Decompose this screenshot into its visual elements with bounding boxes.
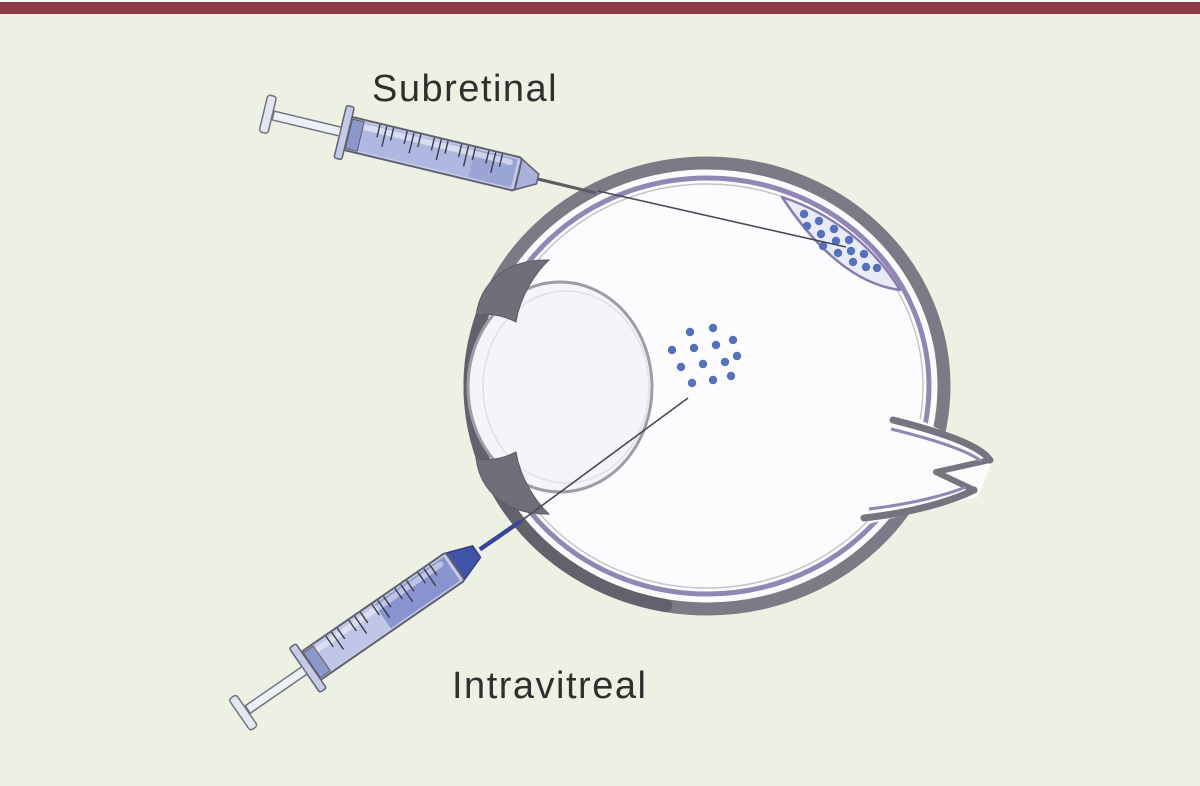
particle-dot [829,224,839,234]
optic-nerve-notch [933,457,993,493]
optic-nerve-sheath-bottom [868,485,967,511]
plunger-rod [271,110,343,137]
optic-nerve-sheath-top [890,427,982,463]
vitreous-particles [667,323,742,388]
optic-nerve [850,414,994,524]
particle-dot [708,375,718,385]
subretinal-label: Subretinal [372,68,558,110]
plunger-thumb-rest [229,694,258,731]
particle-dot [846,246,856,256]
ciliary-body-lower [475,451,551,515]
particle-dot [728,335,738,345]
particle-dot [726,371,736,381]
syringe-intravitreal [229,519,523,731]
particle-dot [861,262,871,272]
particle-dot [685,327,695,337]
subretinal-bleb [780,195,902,292]
particle-dot [689,343,699,353]
particle-dot [859,249,869,259]
particle-dot [799,209,809,219]
particle-dot [814,216,824,226]
subretinal-bleb-pocket [780,195,902,292]
graduation-ticks-major [381,126,497,174]
particle-dot [848,257,858,267]
particle-dot [833,248,843,258]
optic-nerve-outline-bottom [860,486,978,522]
particle-dot [872,263,882,273]
intravitreal-label: Intravitreal [452,665,647,707]
particle-dot [708,323,718,333]
particle-dot [676,362,686,372]
ciliary-body-upper [475,259,551,323]
particle-dot [698,359,708,369]
lens-inner-highlight [482,290,650,484]
anterior-segment [466,259,654,515]
subretinal-particles [799,209,882,273]
particle-dot [816,229,826,239]
particle-dot [687,378,697,388]
barrel-liquid-front [374,556,461,629]
particle-dot [720,357,730,367]
plunger-thumb-rest [258,94,277,134]
plunger-seal [302,645,332,679]
vitreous-body [470,163,944,609]
particle-dot [844,235,854,245]
graduation-ticks-minor [325,564,438,648]
syringe-subretinal [258,94,597,195]
plunger-seal [344,118,365,152]
optic-nerve-outline-top [889,416,994,464]
top-edge-strip [0,0,1200,2]
top-bar [0,2,1200,14]
particle-dot [802,221,812,231]
graduation-ticks-minor [376,124,504,167]
particle-dot [732,351,742,361]
pointer-line-intravitreal [520,397,689,522]
barrel-liquid-back [305,604,391,677]
needle [478,519,523,552]
particle-dot [818,241,828,251]
particle-dot [667,345,677,355]
particle-dot [711,340,721,350]
particle-dot [831,236,841,246]
needle [531,176,597,195]
graduation-ticks-major [331,568,437,650]
plunger-rod [244,665,309,715]
pointer-line-subretinal [597,190,847,248]
